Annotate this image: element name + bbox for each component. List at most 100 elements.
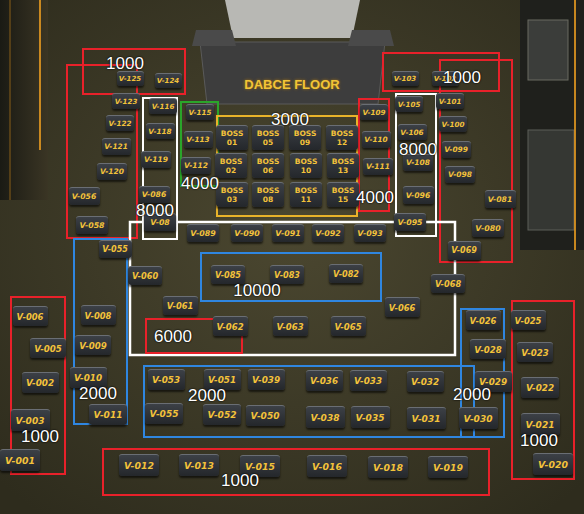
seat-number: BOSS 12 <box>330 129 354 147</box>
seat-table: V-069 <box>448 241 481 260</box>
seat-table: V-031 <box>407 407 446 429</box>
seat-table: V-055 <box>145 403 183 424</box>
seat-table: V-118 <box>146 123 175 139</box>
seat-number: V-009 <box>79 341 107 351</box>
seat-table: V-002 <box>22 372 59 393</box>
left-wall <box>0 0 48 200</box>
price-zone: 2000V-053V-051V-039V-036V-033V-032V-055V… <box>143 365 475 438</box>
seat-number: V-006 <box>17 312 44 322</box>
seat-number: V-092 <box>315 229 340 238</box>
seat-number: BOSS 10 <box>294 157 318 175</box>
seat-number: V-086 <box>142 190 167 199</box>
stage-sign: DABCE FLOOR <box>244 77 339 92</box>
price-zone: 2000V-055V-008V-009V-010V-011 <box>73 238 128 425</box>
seat-number: BOSS 11 <box>294 186 318 204</box>
seat-table: V-095 <box>394 213 426 231</box>
seat-table: BOSS 03 <box>216 182 248 207</box>
seat-table: V-116 <box>149 98 177 114</box>
seat-number: V-066 <box>389 303 416 313</box>
seat-number: V-108 <box>406 158 430 167</box>
seat-table: V-025 <box>511 310 546 330</box>
seat-table: V-090 <box>231 224 263 242</box>
seat-table: V-112 <box>181 157 211 174</box>
seat-number: BOSS 06 <box>256 157 280 175</box>
price-zone: 1000V-103V-102 <box>382 52 500 92</box>
seat-table: V-065 <box>331 316 366 336</box>
seat-number: V-005 <box>34 344 62 354</box>
seat-number: V-053 <box>152 375 180 385</box>
seat-number: V-095 <box>398 218 423 227</box>
seat-number: V-089 <box>190 229 215 238</box>
price-zone: 3000BOSS 01BOSS 05BOSS 09BOSS 12BOSS 02B… <box>216 115 358 217</box>
seat-table: V-009 <box>75 335 111 355</box>
seat-table: V-028 <box>470 339 506 359</box>
seat-number: V-056 <box>72 192 97 201</box>
seat-number: BOSS 08 <box>256 186 280 204</box>
seat-number: V-038 <box>311 413 340 423</box>
stage-screen <box>225 0 360 38</box>
zone-price: 1000 <box>221 471 259 491</box>
seat-table: V-086 <box>139 186 170 203</box>
seat-number: V-028 <box>474 345 502 355</box>
seat-number: V-058 <box>80 221 105 230</box>
seat-number: V-035 <box>356 413 385 423</box>
seat-table: V-103 <box>392 71 419 86</box>
price-zone: 1000V-012V-013V-015V-016V-018V-019 <box>102 448 490 496</box>
seat-table: V-113 <box>184 131 213 148</box>
stage-step <box>348 30 394 46</box>
seat-table: V-122 <box>106 115 134 131</box>
wall-light <box>39 0 41 150</box>
seat-table: V-100 <box>439 116 467 132</box>
seat-table: V-068 <box>431 274 465 293</box>
seat-table: V-111 <box>363 158 393 175</box>
seat-number: V-052 <box>208 410 237 420</box>
wall-light <box>10 0 11 200</box>
price-zone: 4000V-109V-110V-111 <box>358 98 390 212</box>
seat-table: V-120 <box>97 163 127 180</box>
seat-table: V-061 <box>163 296 198 315</box>
seat-number: V-124 <box>157 77 179 85</box>
seat-table: V-012 <box>119 454 159 476</box>
seat-number: BOSS 01 <box>220 129 244 147</box>
seat-number: V-118 <box>148 127 171 136</box>
seat-table: V-039 <box>248 369 285 390</box>
seat-table: V-006 <box>13 306 48 326</box>
zone-outline <box>67 65 137 238</box>
seat-number: BOSS 09 <box>293 129 317 147</box>
zone-price: 6000 <box>154 327 192 347</box>
seat-number: V-008 <box>85 311 112 321</box>
seat-table: BOSS 01 <box>216 125 248 150</box>
seat-number: V-091 <box>275 229 300 238</box>
zone-price: 2000 <box>79 384 117 404</box>
zone-price: 1000 <box>520 431 558 451</box>
seat-number: V-010 <box>74 373 102 383</box>
seat-table: V-093 <box>354 224 386 242</box>
seat-number: V-055 <box>102 245 128 254</box>
seat-table: V-023 <box>517 342 553 362</box>
seat-number: V-105 <box>398 100 421 109</box>
seat-number: V-103 <box>394 75 416 83</box>
seat-number: V-121 <box>104 142 128 151</box>
seat-number: V-123 <box>115 97 138 106</box>
price-zone: 8000V-116V-118V-119V-086V-08 <box>142 97 178 240</box>
seat-number: V-068 <box>435 279 461 289</box>
seat-table: BOSS 11 <box>290 182 322 207</box>
seat-table: V-026 <box>466 310 501 330</box>
seat-number: V-039 <box>252 375 280 385</box>
seat-number: V-083 <box>274 270 300 280</box>
seat-table: V-032 <box>407 371 444 392</box>
stage-platform <box>200 42 385 104</box>
seat-table: V-033 <box>350 370 387 391</box>
seat-number: V-015 <box>245 461 275 472</box>
seat-table: V-035 <box>351 406 390 428</box>
seat-number: V-023 <box>521 348 549 358</box>
seat-table: V-085 <box>211 265 245 284</box>
seat-number: V-018 <box>373 462 403 473</box>
price-zone: 2000V-026V-028V-029V-030 <box>460 308 505 438</box>
seat-table: V-106 <box>398 124 427 140</box>
seat-table: V-066 <box>385 297 420 317</box>
seat-number: V-111 <box>366 162 390 171</box>
seat-table: V-022 <box>521 377 559 398</box>
seat-table: V-001 <box>0 449 40 471</box>
